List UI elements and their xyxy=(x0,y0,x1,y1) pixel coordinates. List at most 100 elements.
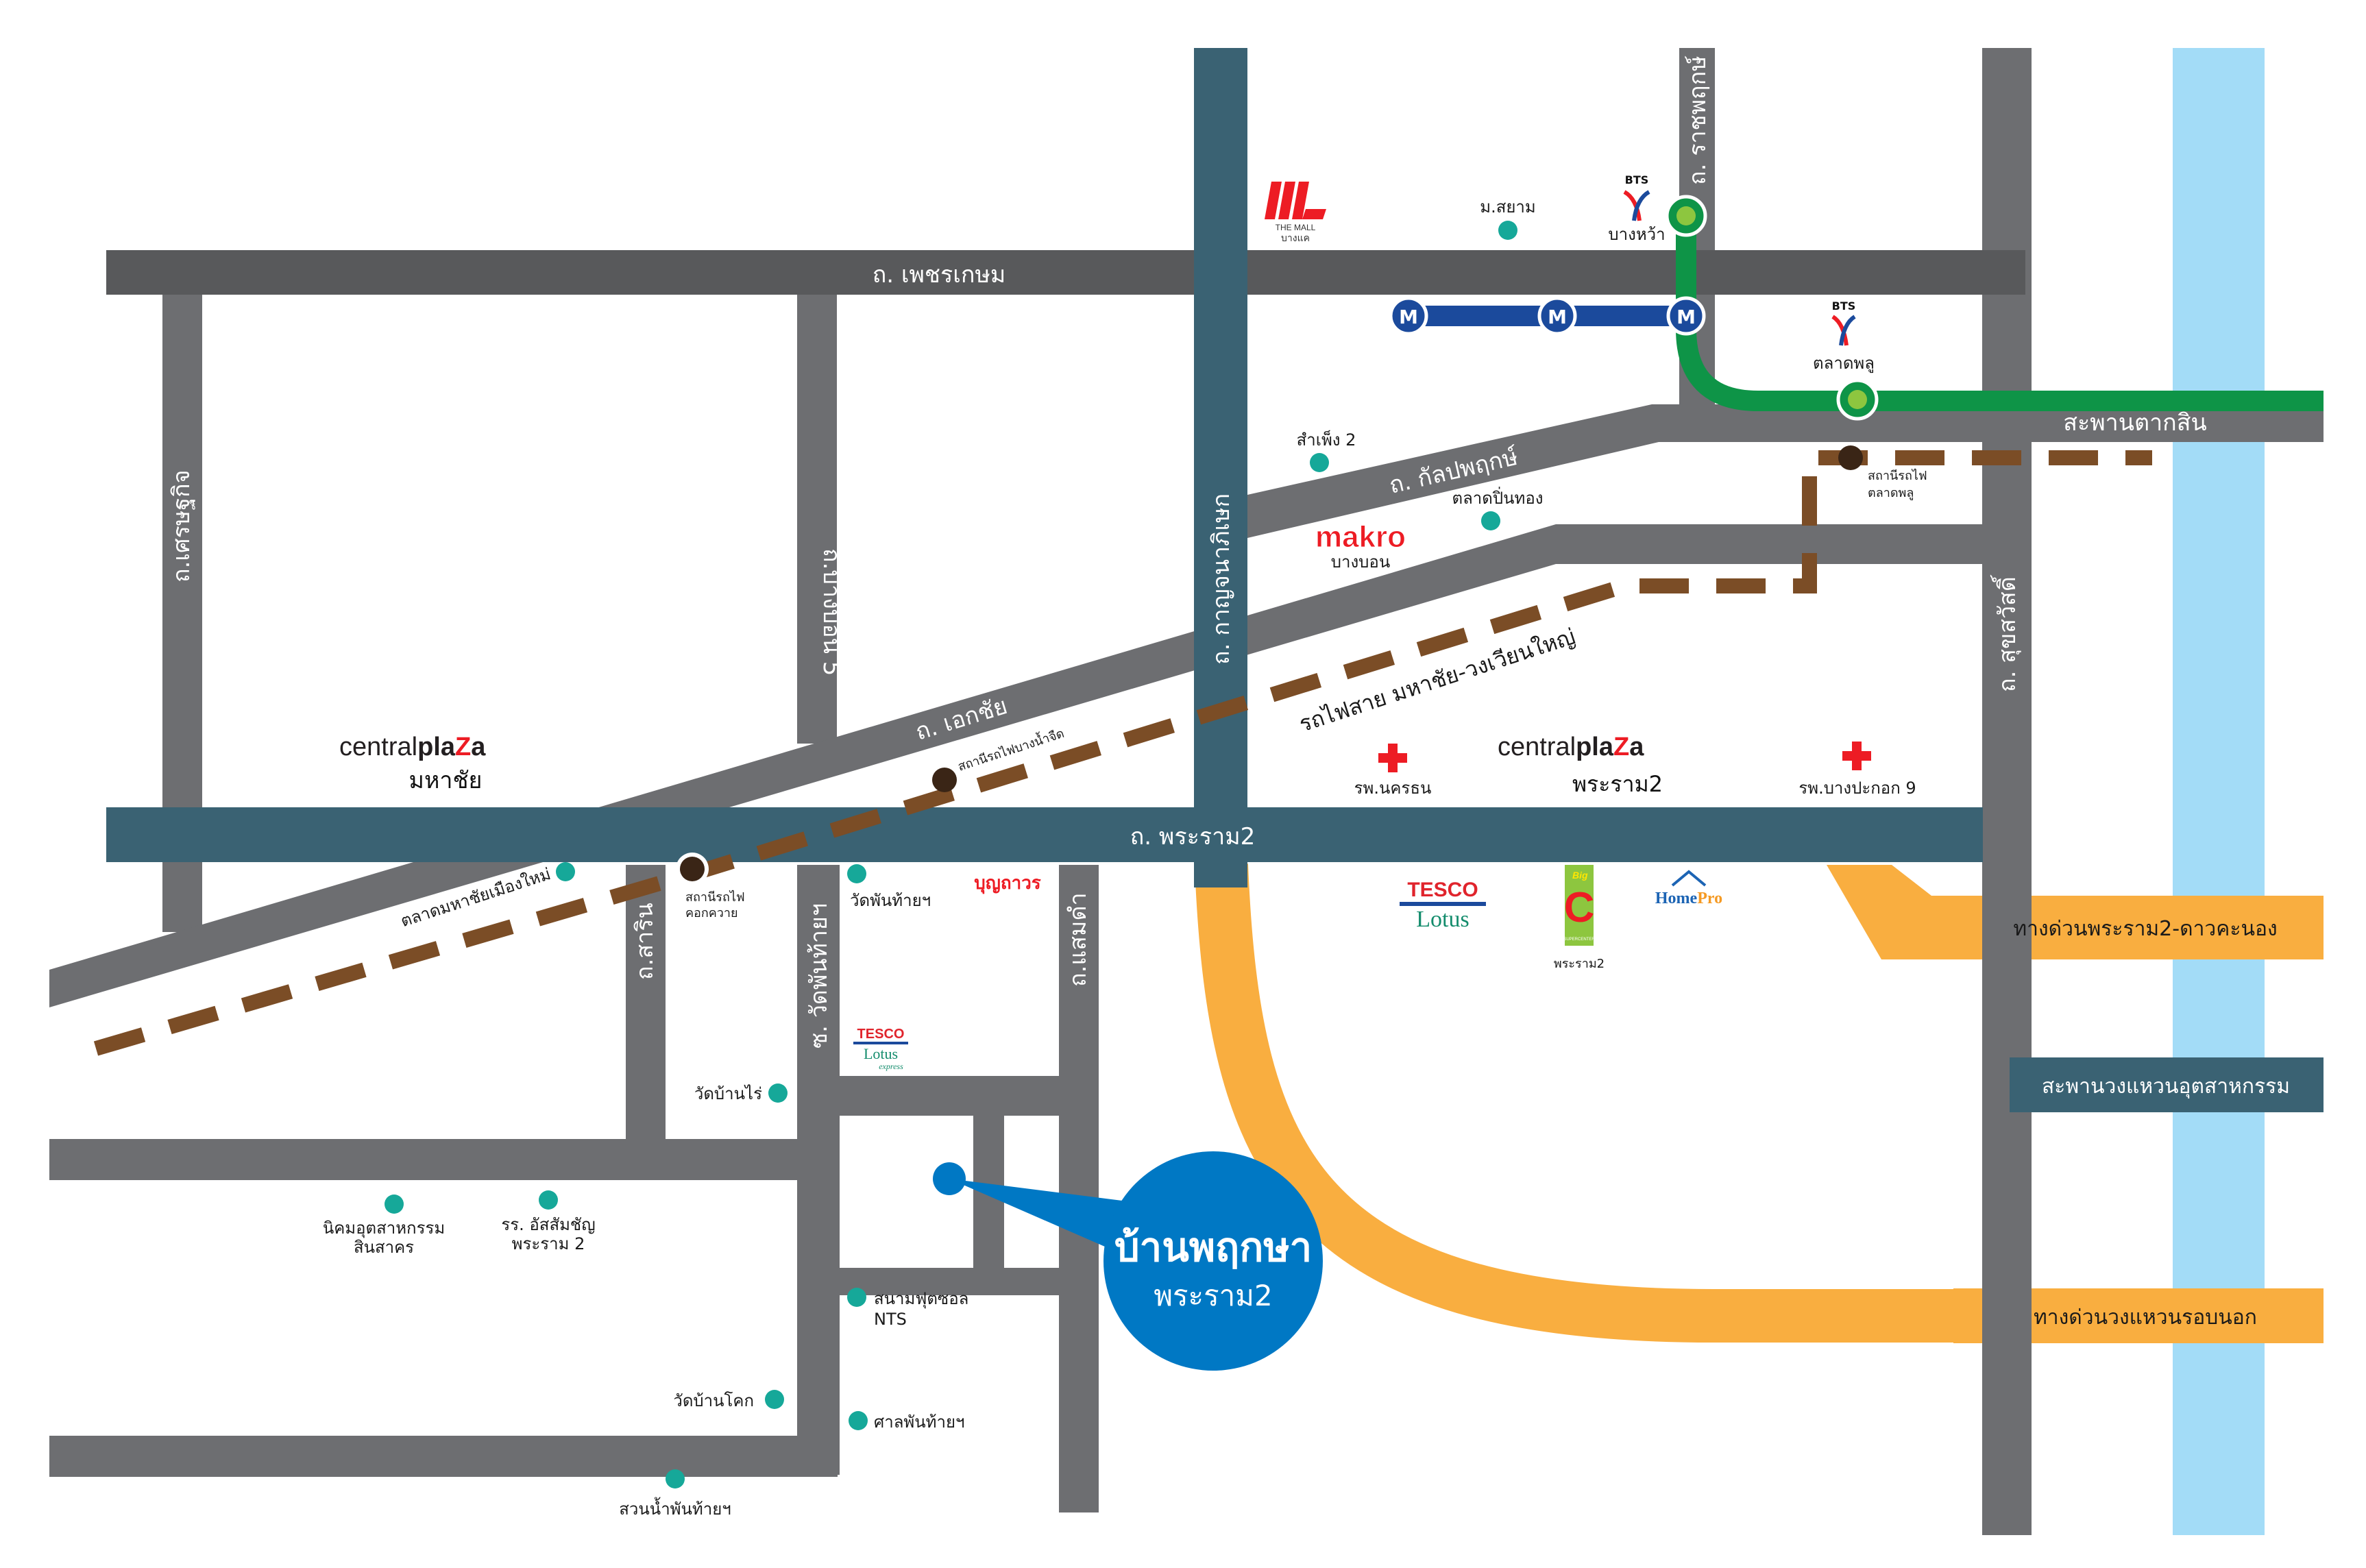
bts-logo-talat-phlu: BTS ตลาดพลู xyxy=(1813,299,1875,373)
svg-text:บุญถาวร: บุญถาวร xyxy=(974,873,1041,894)
svg-text:Lotus: Lotus xyxy=(1416,907,1469,932)
svg-text:TESCO: TESCO xyxy=(857,1027,905,1042)
mrt-icon: M xyxy=(1676,306,1696,328)
railway-maeklong-line xyxy=(93,450,2152,1056)
chao-phraya-river xyxy=(2173,48,2265,1535)
road-kanlapaphruek xyxy=(1247,404,2324,538)
mrt-station[interactable]: M xyxy=(1389,296,1428,336)
road-label-taksin-bridge: สะพานตากสิน xyxy=(2063,409,2207,437)
poi-phanthai-water-park[interactable]: สวนน้ำพันท้ายฯ xyxy=(619,1469,731,1519)
makro-bangbon-logo[interactable]: makro บางบอน xyxy=(1315,520,1406,572)
road-west-h1 xyxy=(49,1139,838,1180)
poi-wat-ban-rai[interactable]: วัดบ้านไร่ xyxy=(694,1083,788,1103)
svg-text:SUPERCENTER: SUPERCENTER xyxy=(1563,938,1595,942)
big-c-rama2-logo[interactable]: Big C SUPERCENTER พระราม2 xyxy=(1554,865,1605,971)
hospital-nakhonthon[interactable]: รพ.นครธน xyxy=(1354,744,1432,798)
mrt-icon: M xyxy=(1399,306,1418,328)
road-sarin xyxy=(626,865,666,1142)
railway-station-khok-khwai[interactable]: สถานีรถไฟ คอกควาย xyxy=(676,853,745,920)
road-label-sarin: ถ.สาริน xyxy=(631,903,659,980)
road-label-bangbon5: ถ.บางบอน 5 xyxy=(818,548,845,676)
svg-text:centralplaZa: centralplaZa xyxy=(339,733,486,761)
road-label-suksawat: ถ. สุขสวัสดิ์ xyxy=(1990,574,2021,692)
svg-text:ม.สยาม: ม.สยาม xyxy=(1480,197,1535,217)
hospital-bangpakok9[interactable]: รพ.บางปะกอก 9 xyxy=(1798,742,1916,798)
bts-silom-line xyxy=(1676,216,2324,411)
tesco-lotus-logo[interactable]: TESCO Lotus xyxy=(1400,879,1486,932)
the-mall-bangkae-logo[interactable]: THE MALL บางแค xyxy=(1265,182,1326,244)
svg-text:ตลาดปิ่นทอง: ตลาดปิ่นทอง xyxy=(1452,487,1544,508)
svg-text:บางบอน: บางบอน xyxy=(1331,552,1390,572)
road-label-phetkasem: ถ. เพชรเกษม xyxy=(873,261,1006,289)
road-phetkasem xyxy=(106,250,2025,295)
label-industrial-ring-bridge: สะพานวงแหวนอุตสาหกรรม xyxy=(2042,1075,2290,1099)
poi-san-phanthai[interactable]: ศาลพันท้ายฯ xyxy=(849,1411,964,1432)
svg-text:สถานีรถไฟ: สถานีรถไฟ xyxy=(1868,468,1927,483)
svg-text:BTS: BTS xyxy=(1832,299,1856,313)
bts-station-talat-phlu-label: ตลาดพลู xyxy=(1813,354,1875,373)
homepro-logo[interactable]: HomePro xyxy=(1655,870,1722,907)
svg-text:คอกควาย: คอกควาย xyxy=(685,906,738,920)
svg-text:มหาชัย: มหาชัย xyxy=(409,767,483,794)
poi-talat-pinthong[interactable]: ตลาดปิ่นทอง xyxy=(1452,487,1544,530)
bts-station-bang-wa-marker[interactable] xyxy=(1665,195,1707,237)
svg-text:สนามฟุตซอล: สนามฟุตซอล xyxy=(874,1289,968,1309)
label-outer-ring-expressway: ทางด่วนวงแหวนรอบนอก xyxy=(2034,1306,2257,1330)
project-location-marker[interactable]: บ้านพฤกษา พระราม2 xyxy=(933,1151,1323,1371)
bts-station-bang-wa-label: บางหว้า xyxy=(1608,225,1665,244)
svg-text:พระราม2: พระราม2 xyxy=(1572,771,1663,797)
svg-text:บางแค: บางแค xyxy=(1281,233,1310,244)
svg-text:ศาลพันท้ายฯ: ศาลพันท้ายฯ xyxy=(874,1412,964,1432)
road-saen-dam xyxy=(1059,865,1099,1512)
svg-text:centralplaZa: centralplaZa xyxy=(1498,733,1644,761)
road-rama2 xyxy=(106,807,1983,862)
label-rama2-dao-khanong-expressway: ทางด่วนพระราม2-ดาวคะนอง xyxy=(2013,917,2277,941)
svg-text:HomePro: HomePro xyxy=(1655,890,1722,907)
poi-wat-ban-khok[interactable]: วัดบ้านโคก xyxy=(673,1390,784,1410)
svg-text:THE MALL: THE MALL xyxy=(1276,223,1316,232)
road-ekachai xyxy=(49,524,1556,1007)
mrt-station[interactable]: M xyxy=(1666,296,1706,336)
red-cross-icon xyxy=(1842,742,1871,770)
red-cross-icon xyxy=(1378,744,1407,772)
road-soi-h1 xyxy=(797,1076,1099,1116)
central-plaza-rama2-logo[interactable]: centralplaZa พระราม2 xyxy=(1498,733,1663,797)
svg-text:NTS: NTS xyxy=(874,1310,907,1329)
tesco-lotus-express-logo[interactable]: TESCO Lotus express xyxy=(853,1027,908,1071)
road-rama3-extension xyxy=(1556,524,1984,564)
svg-text:Big: Big xyxy=(1572,870,1588,881)
svg-text:C: C xyxy=(1564,884,1595,931)
road-suksawat xyxy=(1982,48,2032,1535)
svg-text:สำเพ็ง 2: สำเพ็ง 2 xyxy=(1297,430,1356,450)
the-mall-icon xyxy=(1265,182,1326,219)
road-label-wat-phanthaiyai: ซ. วัดพันท้ายฯ xyxy=(805,903,833,1049)
industrial-ring-bridge-label-box xyxy=(2010,1057,2324,1112)
boonthavorn-logo[interactable]: บุญถาวร xyxy=(974,873,1041,894)
svg-text:วัดพันท้ายฯ: วัดพันท้ายฯ xyxy=(850,891,931,910)
svg-text:รพ.บางปะกอก 9: รพ.บางปะกอก 9 xyxy=(1798,779,1916,798)
road-label-setthakit: ถ.เศรษฐกิจ xyxy=(168,469,195,583)
mrt-icon: M xyxy=(1548,306,1567,328)
svg-text:makro: makro xyxy=(1315,520,1406,554)
poi-sampheng2[interactable]: สำเพ็ง 2 xyxy=(1297,430,1356,472)
railway-station-talat-phlu[interactable]: สถานีรถไฟ ตลาดพลู xyxy=(1838,445,1927,500)
poi-siam-university[interactable]: ม.สยาม xyxy=(1480,197,1536,240)
svg-text:วัดบ้านโคก: วัดบ้านโคก xyxy=(673,1391,754,1410)
road-label-rama2: ถ. พระราม2 xyxy=(1130,823,1256,850)
svg-text:BTS: BTS xyxy=(1625,173,1649,186)
central-plaza-mahachai-logo[interactable]: centralplaZa มหาชัย xyxy=(339,733,486,794)
svg-text:TESCO: TESCO xyxy=(1407,879,1478,901)
mrt-station[interactable]: M xyxy=(1537,296,1577,336)
poi-wat-phanthaiyai[interactable]: วัดพันท้ายฯ xyxy=(847,864,931,910)
project-subtitle: พระราม2 xyxy=(1154,1279,1272,1312)
svg-text:express: express xyxy=(879,1062,903,1071)
bts-station-talat-phlu-marker[interactable] xyxy=(1836,378,1879,421)
project-name: บ้านพฤกษา xyxy=(1114,1224,1312,1271)
bts-logo-bang-wa: BTS บางหว้า xyxy=(1608,173,1665,244)
svg-text:สวนน้ำพันท้ายฯ: สวนน้ำพันท้ายฯ xyxy=(619,1497,731,1519)
outer-ring-expressway xyxy=(1195,863,2324,1343)
